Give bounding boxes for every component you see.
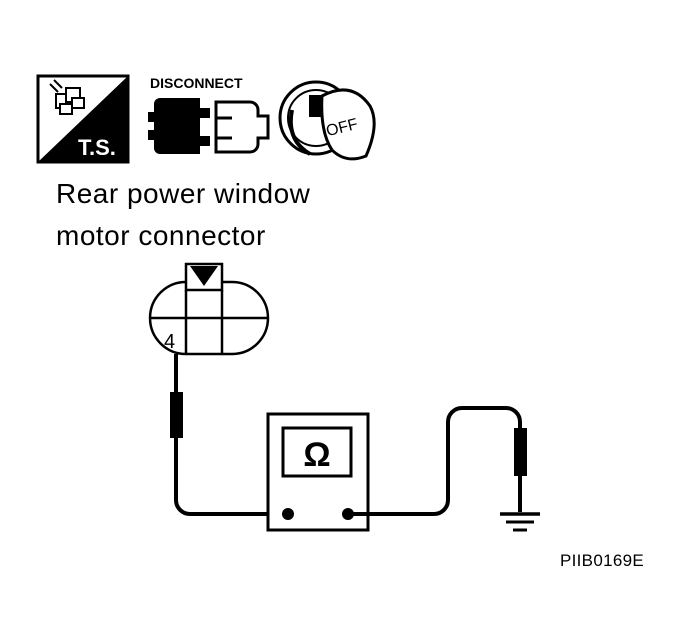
disconnect-icon: DISCONNECT (148, 75, 270, 154)
connector-outline: 4 (148, 262, 270, 356)
ground-icon (500, 512, 540, 532)
connector-label-line1: Rear power window (56, 178, 311, 209)
meter-terminal-left (282, 508, 294, 520)
connector-pin-number: 4 (164, 331, 175, 353)
figure-code: PIIB0169E (560, 551, 644, 570)
disconnect-label: DISCONNECT (150, 75, 243, 91)
ohm-symbol: Ω (303, 436, 330, 474)
ts-icon: T.S. (36, 74, 130, 164)
connector-label-line2: motor connector (56, 220, 266, 251)
connector-key-marker (190, 266, 218, 286)
pin4-probe-lead (170, 354, 288, 516)
ignition-off-icon: OFF (278, 80, 376, 161)
ts-label: T.S. (78, 135, 116, 160)
ground-probe-lead (348, 406, 527, 516)
ohmmeter: Ω (266, 412, 370, 532)
